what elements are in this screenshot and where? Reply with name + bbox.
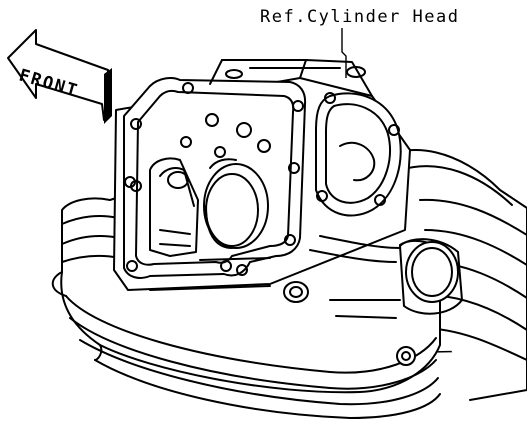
callout-label-cylinder-head: Ref.Cylinder Head bbox=[260, 7, 460, 27]
cylinder-head-drawing bbox=[51, 59, 527, 419]
callout-leader-line bbox=[341, 28, 347, 78]
front-arrow-icon: FRONT bbox=[7, 29, 112, 124]
